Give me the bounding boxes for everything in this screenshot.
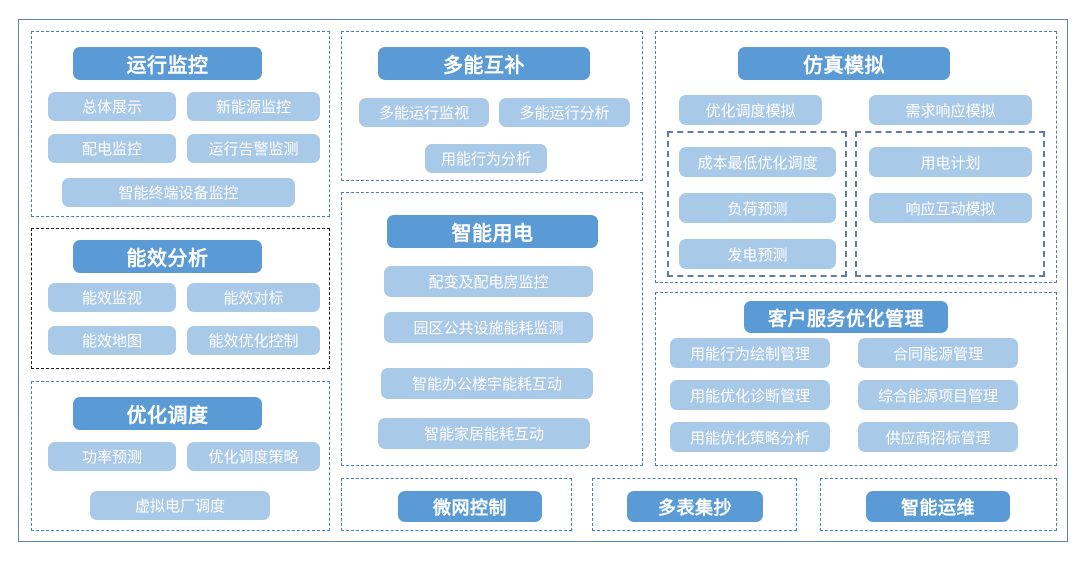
item-multi-energy-operation-analysis[interactable]: 多能运行分析 [499, 98, 630, 127]
item-optimized-dispatch-simulation[interactable]: 优化调度模拟 [679, 95, 822, 125]
item-energy-optimization-diagnosis-management[interactable]: 用能优化诊断管理 [670, 380, 830, 410]
group-header-energy-efficiency-analysis[interactable]: 能效分析 [73, 240, 262, 273]
item-response-interaction-simulation[interactable]: 响应互动模拟 [869, 193, 1032, 223]
item-demand-response-simulation[interactable]: 需求响应模拟 [869, 95, 1032, 125]
group-header-microgrid-control[interactable]: 微网控制 [398, 491, 542, 522]
item-smart-home-energy-interaction[interactable]: 智能家居能耗互动 [378, 418, 590, 449]
group-smart-electricity[interactable] [341, 192, 643, 466]
item-new-energy-monitoring[interactable]: 新能源监控 [187, 92, 320, 121]
item-integrated-energy-project-management[interactable]: 综合能源项目管理 [858, 380, 1018, 410]
group-header-simulation[interactable]: 仿真模拟 [738, 47, 950, 80]
item-efficiency-optimization-control[interactable]: 能效优化控制 [187, 326, 320, 355]
item-overall-display[interactable]: 总体展示 [48, 92, 176, 121]
item-electricity-plan[interactable]: 用电计划 [869, 147, 1032, 177]
group-header-optimized-dispatch[interactable]: 优化调度 [73, 397, 262, 430]
group-smart-operation-maintenance[interactable] [820, 478, 1057, 531]
group-simulation[interactable] [655, 31, 1057, 283]
item-supplier-bidding-management[interactable]: 供应商招标管理 [858, 422, 1018, 452]
group-header-smart-operation-maintenance[interactable]: 智能运维 [866, 491, 1010, 522]
group-multi-meter-reading[interactable] [592, 478, 797, 531]
group-header-operation-monitoring[interactable]: 运行监控 [73, 47, 262, 80]
group-operation-monitoring[interactable] [31, 31, 330, 217]
group-multi-energy-complementary[interactable] [341, 31, 643, 181]
group-header-multi-energy-complementary[interactable]: 多能互补 [378, 47, 590, 80]
subgroup-simulation-demand-response[interactable] [855, 131, 1045, 277]
item-energy-optimization-strategy-analysis[interactable]: 用能优化策略分析 [670, 422, 830, 452]
outer-frame [18, 19, 1068, 542]
group-customer-service-optimization[interactable] [655, 292, 1057, 466]
item-lowest-cost-optimized-dispatch[interactable]: 成本最低优化调度 [679, 147, 836, 177]
item-virtual-power-plant-dispatch[interactable]: 虚拟电厂调度 [90, 491, 270, 520]
item-optimized-dispatch-strategy[interactable]: 优化调度策略 [187, 442, 320, 471]
item-contract-energy-management[interactable]: 合同能源管理 [858, 338, 1018, 368]
item-generation-forecast[interactable]: 发电预测 [679, 239, 836, 269]
item-transformer-substation-monitoring[interactable]: 配变及配电房监控 [384, 266, 593, 297]
item-efficiency-monitoring[interactable]: 能效监视 [48, 283, 176, 312]
item-load-forecast[interactable]: 负荷预测 [679, 193, 836, 223]
item-efficiency-benchmarking[interactable]: 能效对标 [187, 283, 320, 312]
item-distribution-monitoring[interactable]: 配电监控 [48, 134, 176, 163]
item-multi-energy-operation-monitoring[interactable]: 多能运行监视 [359, 98, 489, 127]
group-header-smart-electricity[interactable]: 智能用电 [387, 215, 598, 248]
subgroup-simulation-dispatch[interactable] [667, 131, 847, 277]
item-park-public-facility-energy-monitoring[interactable]: 园区公共设施能耗监测 [384, 312, 593, 343]
group-header-customer-service-optimization[interactable]: 客户服务优化管理 [744, 301, 948, 333]
group-header-multi-meter-reading[interactable]: 多表集抄 [627, 491, 763, 522]
item-energy-behavior-profiling-management[interactable]: 用能行为绘制管理 [670, 338, 830, 368]
item-power-forecast[interactable]: 功率预测 [48, 442, 176, 471]
item-smart-terminal-device-monitoring[interactable]: 智能终端设备监控 [62, 178, 295, 207]
group-microgrid-control[interactable] [341, 478, 572, 531]
item-smart-office-building-energy-interaction[interactable]: 智能办公楼宇能耗互动 [381, 368, 593, 399]
item-energy-behavior-analysis[interactable]: 用能行为分析 [425, 144, 547, 173]
item-efficiency-map[interactable]: 能效地图 [48, 326, 176, 355]
group-optimized-dispatch[interactable] [31, 381, 330, 531]
group-energy-efficiency-analysis[interactable] [31, 228, 330, 369]
item-operation-alarm-monitoring[interactable]: 运行告警监测 [187, 134, 320, 163]
